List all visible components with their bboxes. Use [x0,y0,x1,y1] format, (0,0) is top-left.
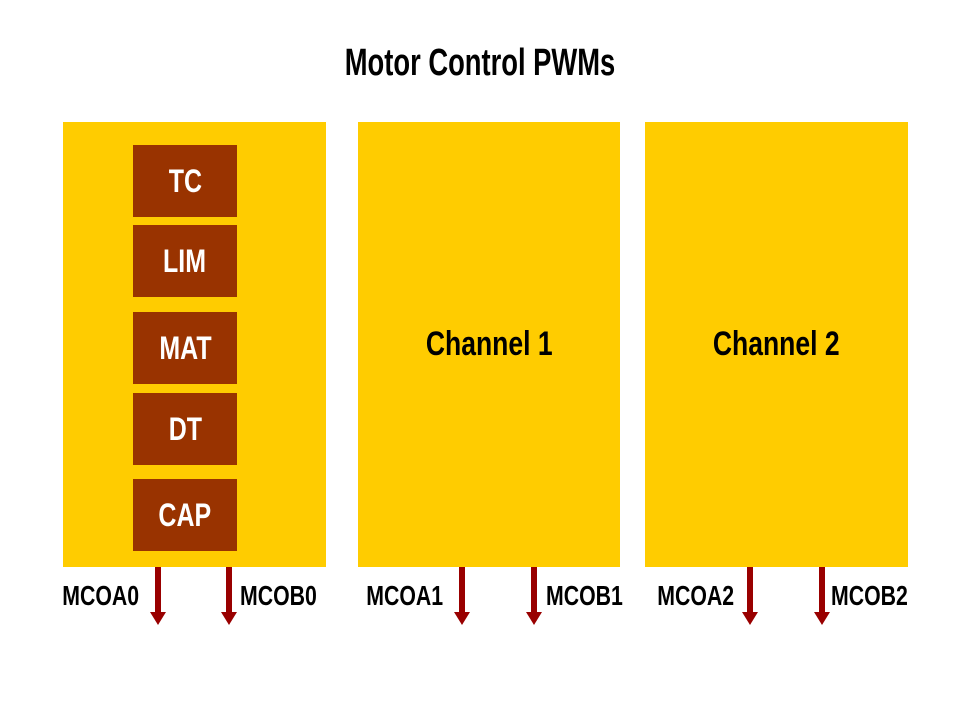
channel-2-caption-label: Channel 2 [713,325,840,363]
arrow-shaft [155,567,161,612]
channel-1-caption: Channel 1 [358,122,620,567]
block-dt-label: DT [168,410,202,447]
page-title: Motor Control PWMs [344,42,616,84]
pin-label-mcob2: MCOB2 [831,580,908,611]
arrow-head [454,612,470,625]
pin-label-mcoa2: MCOA2 [657,580,734,611]
arrow-down-mcoa0-icon [150,567,166,625]
pin-label-mcoa1: MCOA1 [366,580,443,611]
arrow-shaft [747,567,753,612]
pwm-channel-1-box: Channel 1 [358,122,620,567]
channel-1-caption-label: Channel 1 [425,325,553,363]
block-cap: CAP [133,479,237,551]
arrow-shaft [819,567,825,612]
arrow-down-mcob0-icon [221,567,237,625]
block-cap-label: CAP [158,496,212,533]
arrow-head [150,612,166,625]
pin-label-mcoa0: MCOA0 [62,580,139,611]
pwm-channel-0-box: TC LIM MAT DT CAP [63,122,326,567]
arrow-shaft [531,567,537,612]
arrow-head [814,612,830,625]
pin-label-mcob1: MCOB1 [546,580,623,611]
block-mat-label: MAT [158,329,212,366]
block-lim-label: LIM [163,242,207,279]
arrow-head [526,612,542,625]
arrow-down-mcob2-icon [814,567,830,625]
pwm-channel-2-box: Channel 2 [645,122,908,567]
block-dt: DT [133,393,237,465]
arrow-head [742,612,758,625]
arrow-head [221,612,237,625]
arrow-shaft [459,567,465,612]
pin-label-mcob0: MCOB0 [240,580,317,611]
block-tc: TC [133,145,237,217]
arrow-down-mcoa1-icon [454,567,470,625]
arrow-shaft [226,567,232,612]
block-tc-label: TC [168,162,202,199]
arrow-down-mcob1-icon [526,567,542,625]
block-mat: MAT [133,312,237,384]
arrow-down-mcoa2-icon [742,567,758,625]
block-lim: LIM [133,225,237,297]
channel-2-caption: Channel 2 [645,122,908,567]
